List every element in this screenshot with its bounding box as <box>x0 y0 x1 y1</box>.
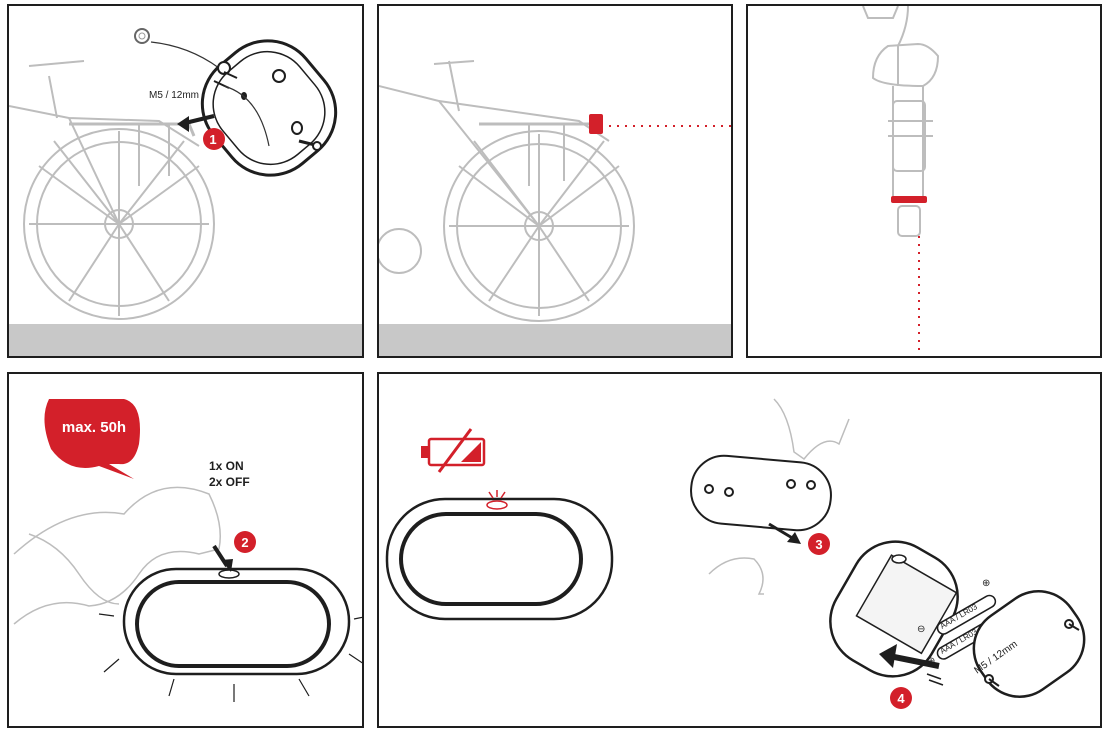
low-battery-icon <box>421 428 486 473</box>
on-instruction: 1x ON <box>209 459 244 473</box>
off-instruction: 2x OFF <box>209 475 250 489</box>
rear-light-device-icon <box>200 39 338 177</box>
ground-strip <box>9 324 362 356</box>
plus-symbol-1: ⊕ <box>982 578 990 589</box>
battery-compartment-icon <box>829 540 959 678</box>
nut-arrow <box>150 41 220 69</box>
panel-side-position <box>377 4 733 358</box>
device-back-cover-icon <box>690 454 832 532</box>
step-4-badge <box>890 687 912 709</box>
switch-illustration: max. 50h 1x ON 2x OFF 2 <box>13 399 362 702</box>
battery-illustration: 3 AAA / LR03 AAA / LR03 ⊕ ⊖ ⊖ ⊕ M5 / 12m… <box>385 398 1086 709</box>
rear-light-device-icon <box>385 490 614 621</box>
panel-switch-on: max. 50h 1x ON 2x OFF 2 <box>7 372 364 728</box>
insert-arrow <box>888 653 940 669</box>
bicycle-icon <box>379 60 635 322</box>
minus-symbol-1: ⊖ <box>917 624 925 635</box>
panel-rear-view <box>746 4 1102 358</box>
panel-battery-change: 3 AAA / LR03 AAA / LR03 ⊕ ⊖ ⊖ ⊕ M5 / 12m… <box>377 372 1102 728</box>
light-position-marker <box>891 196 927 203</box>
light-position-marker <box>589 114 603 134</box>
power-button-icon <box>218 569 240 579</box>
device-cover-icon <box>972 590 1086 698</box>
hand-icon <box>708 398 850 595</box>
rear-light-device-icon <box>122 567 351 676</box>
bolt-size-label: M5 / 12mm <box>149 90 199 101</box>
step-3-number: 3 <box>815 537 822 552</box>
ground-strip <box>379 324 731 356</box>
side-position-illustration <box>379 60 731 356</box>
step-4-number: 4 <box>897 691 905 706</box>
hand-icon <box>13 486 221 625</box>
open-arrow <box>768 522 795 541</box>
runtime-badge <box>44 399 140 479</box>
panel-mount-light: 1 M5 / 12mm <box>7 4 364 358</box>
bicycle-rear-icon <box>862 6 940 237</box>
step-1-badge <box>203 128 225 150</box>
runtime-badge-text: max. 50h <box>62 419 126 436</box>
step-3-badge <box>808 533 830 555</box>
step-1-number: 1 <box>209 132 216 147</box>
rear-view-illustration <box>862 6 940 356</box>
step-2-number: 2 <box>241 535 248 550</box>
step-2-badge <box>234 531 256 553</box>
mount-illustration: 1 M5 / 12mm <box>9 28 362 356</box>
glow-rays <box>98 613 362 702</box>
bolt-nut-icon <box>134 28 150 44</box>
bicycle-icon <box>9 60 215 320</box>
